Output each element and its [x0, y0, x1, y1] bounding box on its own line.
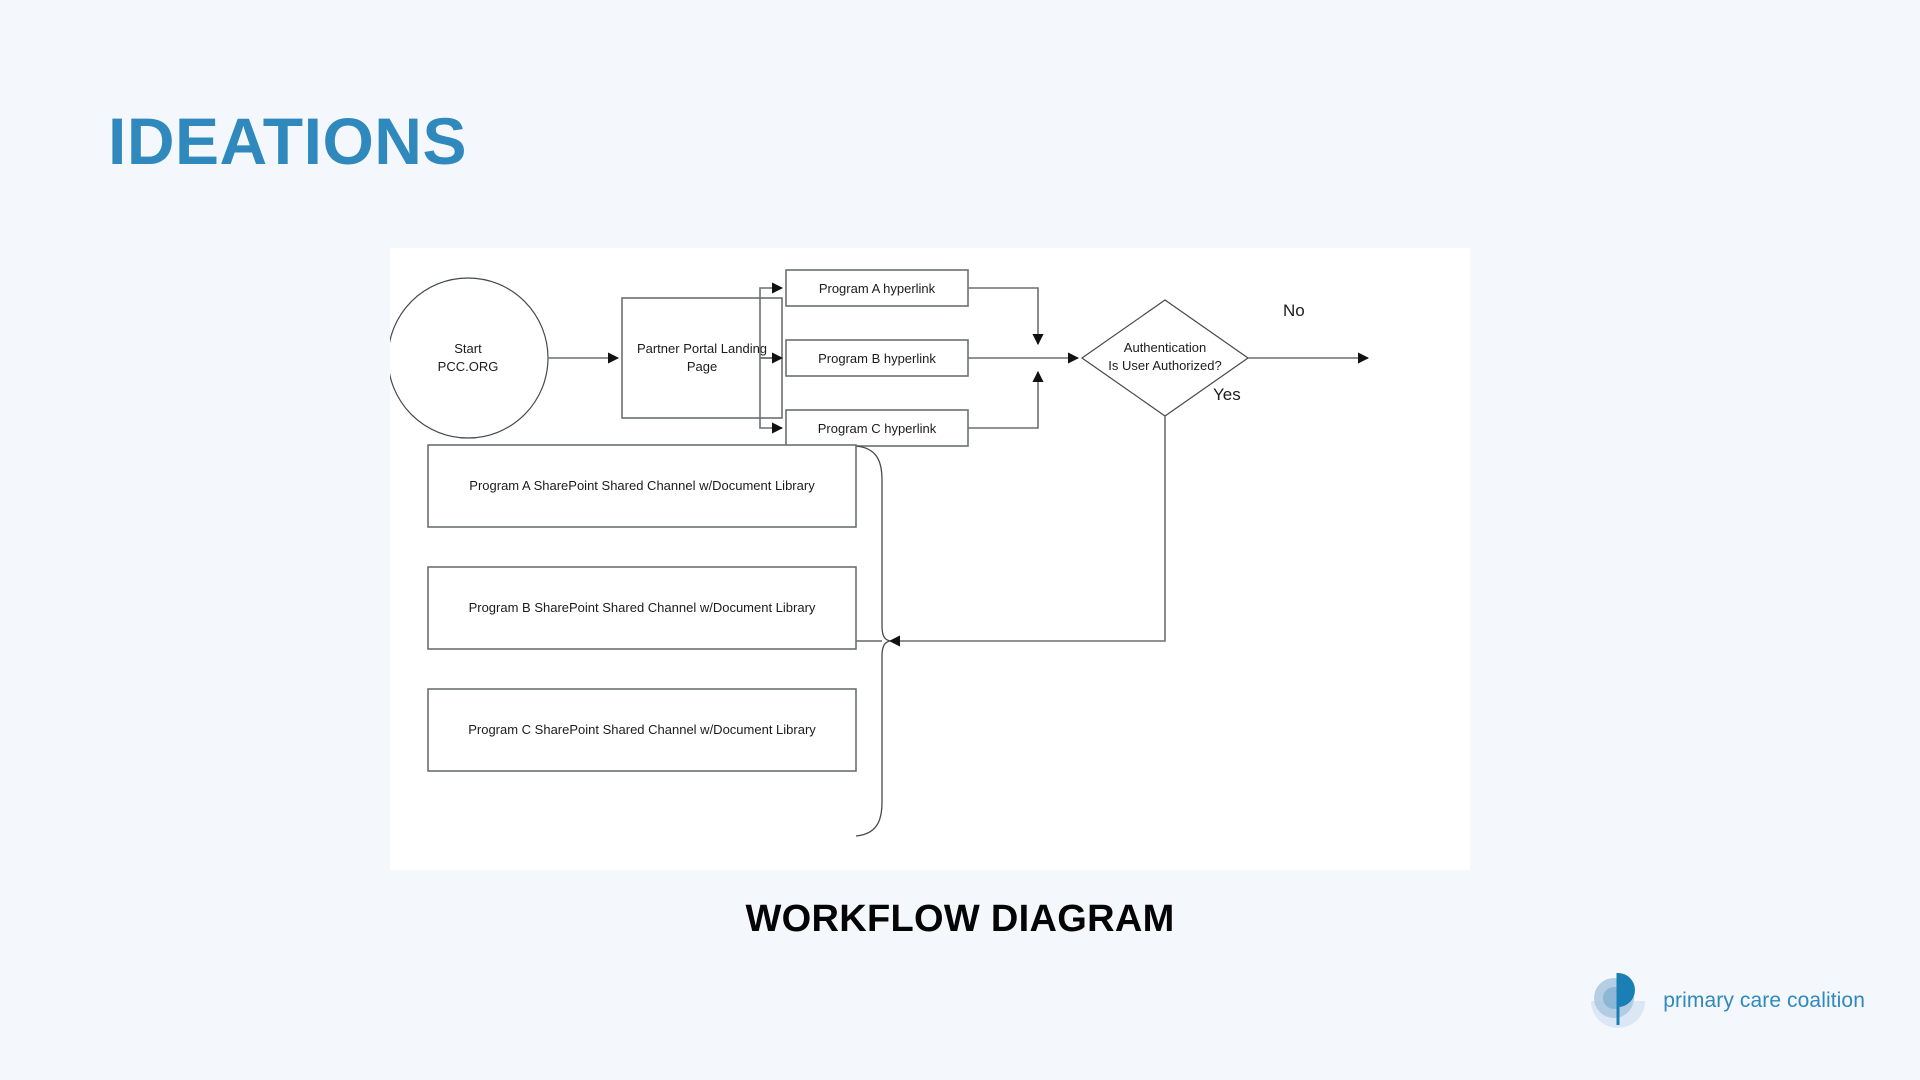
node-sharepoint-c [427, 688, 857, 772]
node-sharepoint-c-label: Program C SharePoint Shared Channel w/Do… [468, 722, 816, 737]
primary-care-coalition-logo: primary care coalition [1587, 970, 1865, 1032]
diagram-caption: WORKFLOW DIAGRAM [745, 898, 1175, 940]
edge-label-yes: Yes [1213, 385, 1241, 404]
diagram-panel: Start PCC.ORG Partner Portal Landing Pag… [390, 248, 1470, 870]
node-start-line1: Start [454, 341, 482, 356]
node-start [390, 277, 549, 439]
node-landing-page [621, 297, 783, 419]
node-landing-line1: Partner Portal Landing [637, 341, 767, 356]
brace-sharepoint-group [855, 445, 891, 837]
logo-text: primary care coalition [1663, 989, 1865, 1012]
node-sharepoint-b-label: Program B SharePoint Shared Channel w/Do… [469, 600, 816, 615]
node-sharepoint-b [427, 566, 857, 650]
edge-landing-to-c [759, 358, 772, 429]
workflow-diagram-svg: Start PCC.ORG Partner Portal Landing Pag… [390, 269, 1370, 837]
node-sharepoint-a [427, 444, 857, 528]
edge-decision-yes [888, 416, 1166, 647]
node-decision-line2: Is User Authorized? [1108, 358, 1221, 373]
edge-landing-to-a [759, 287, 772, 358]
edge-c-to-decision [968, 370, 1044, 429]
node-hyperlink-a [785, 269, 969, 307]
logo-mark-icon [1587, 970, 1649, 1032]
page-title: IDEATIONS [108, 104, 467, 178]
node-hyperlink-a-label: Program A hyperlink [819, 281, 936, 296]
node-hyperlink-c-label: Program C hyperlink [818, 421, 937, 436]
node-hyperlink-b-label: Program B hyperlink [818, 351, 936, 366]
edge-a-to-decision [968, 287, 1044, 346]
node-start-line2: PCC.ORG [438, 359, 499, 374]
node-hyperlink-b [785, 339, 969, 377]
edge-label-no: No [1283, 301, 1305, 320]
node-sharepoint-a-label: Program A SharePoint Shared Channel w/Do… [469, 478, 815, 493]
node-decision-line1: Authentication [1124, 340, 1206, 355]
node-landing-line2: Page [687, 359, 717, 374]
